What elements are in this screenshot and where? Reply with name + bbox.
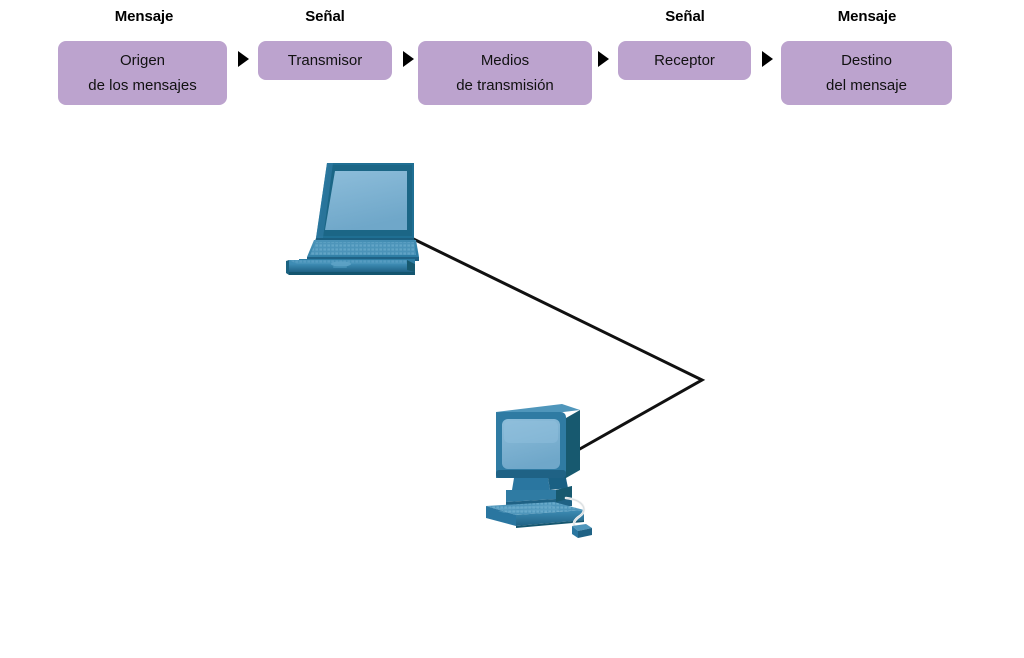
flow-box-line: Origen xyxy=(119,52,166,69)
flow-label-text: Mensaje xyxy=(837,8,897,25)
flow-label-text: Mensaje xyxy=(114,8,174,25)
laptop-icon[interactable] xyxy=(286,163,419,275)
flow-label-text: Señal xyxy=(305,8,345,25)
flow-box-line: Medios xyxy=(480,52,530,69)
arrow-right-icon-3 xyxy=(598,51,609,67)
flow-box-line: Destino xyxy=(841,52,892,69)
flow-label-text: Señal xyxy=(665,8,705,25)
arrow-right-icon-4 xyxy=(762,51,773,67)
flow-box-line: de los mensajes xyxy=(88,77,197,94)
communication-flow-diagram: Mensaje Señal Señal Mensaje Origen de lo… xyxy=(0,0,1024,130)
arrow-right-icon-1 xyxy=(238,51,249,67)
arrow-right-icon-2 xyxy=(403,51,414,67)
flow-box-receptor[interactable]: Receptor xyxy=(618,41,751,80)
flow-box-transmisor[interactable]: Transmisor xyxy=(258,41,392,80)
network-cable xyxy=(394,228,706,452)
flow-box-line: Receptor xyxy=(654,52,715,69)
flow-box-destino-del-mensaje[interactable]: Destino del mensaje xyxy=(781,41,952,105)
flow-box-line: Transmisor xyxy=(287,52,363,69)
desktop-computer-icon[interactable] xyxy=(486,404,592,538)
flow-label-mensaje-2: Mensaje xyxy=(805,8,929,26)
flow-box-line: del mensaje xyxy=(826,77,907,94)
flow-label-mensaje-1: Mensaje xyxy=(82,8,206,26)
flow-label-senal-1: Señal xyxy=(265,8,385,26)
flow-box-origen-de-los-mensajes[interactable]: Origen de los mensajes xyxy=(58,41,227,105)
flow-box-medios-de-transmision[interactable]: Medios de transmisión xyxy=(418,41,592,105)
flow-box-line: de transmisión xyxy=(456,77,554,94)
network-topology-area xyxy=(0,130,1024,658)
network-topology-svg xyxy=(286,163,706,538)
flow-label-senal-2: Señal xyxy=(625,8,745,26)
